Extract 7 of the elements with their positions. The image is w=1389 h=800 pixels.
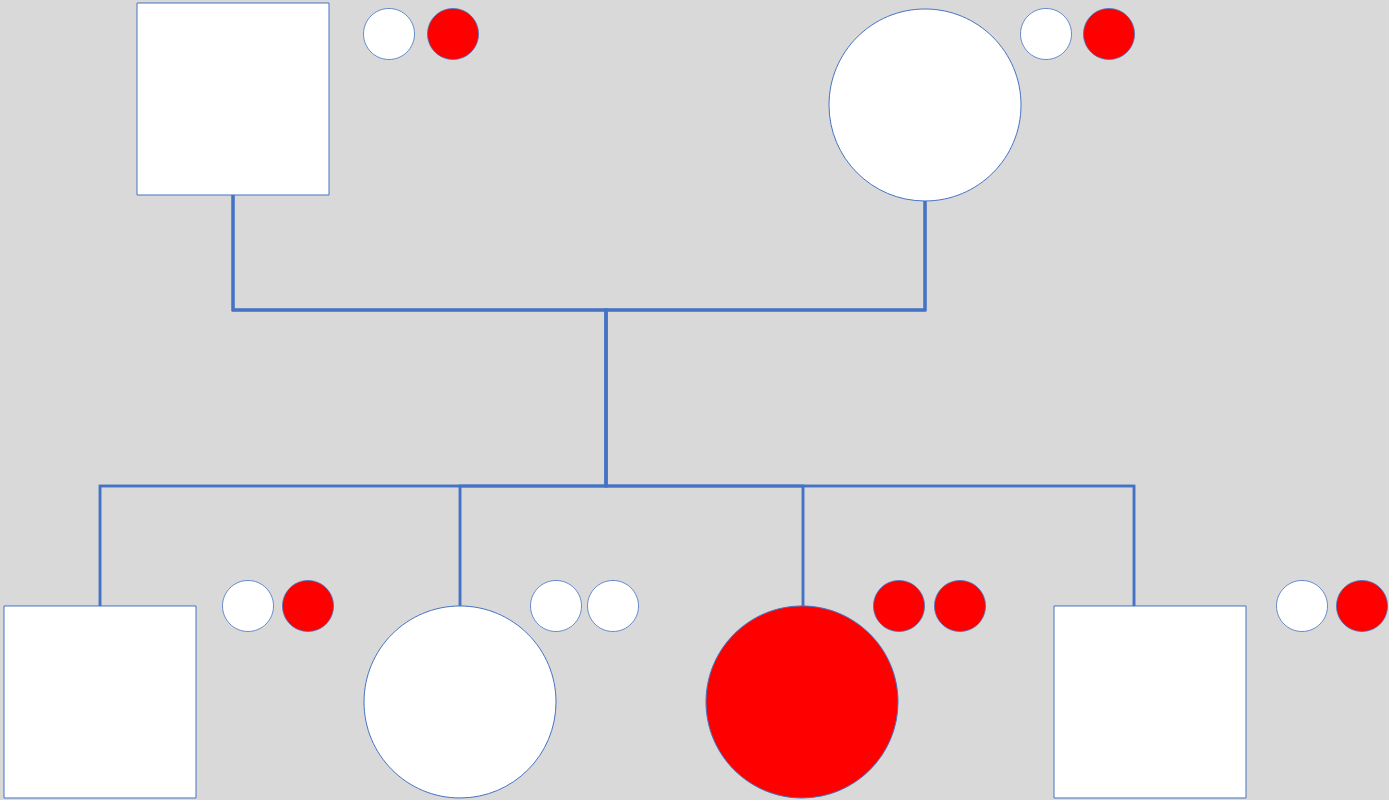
male-square [3, 605, 197, 799]
male-square [136, 2, 330, 196]
female-circle [363, 605, 557, 799]
female-circle [705, 605, 899, 799]
pedigree-line [604, 201, 1136, 606]
female-circle [828, 8, 1022, 202]
male-square [1053, 605, 1247, 799]
